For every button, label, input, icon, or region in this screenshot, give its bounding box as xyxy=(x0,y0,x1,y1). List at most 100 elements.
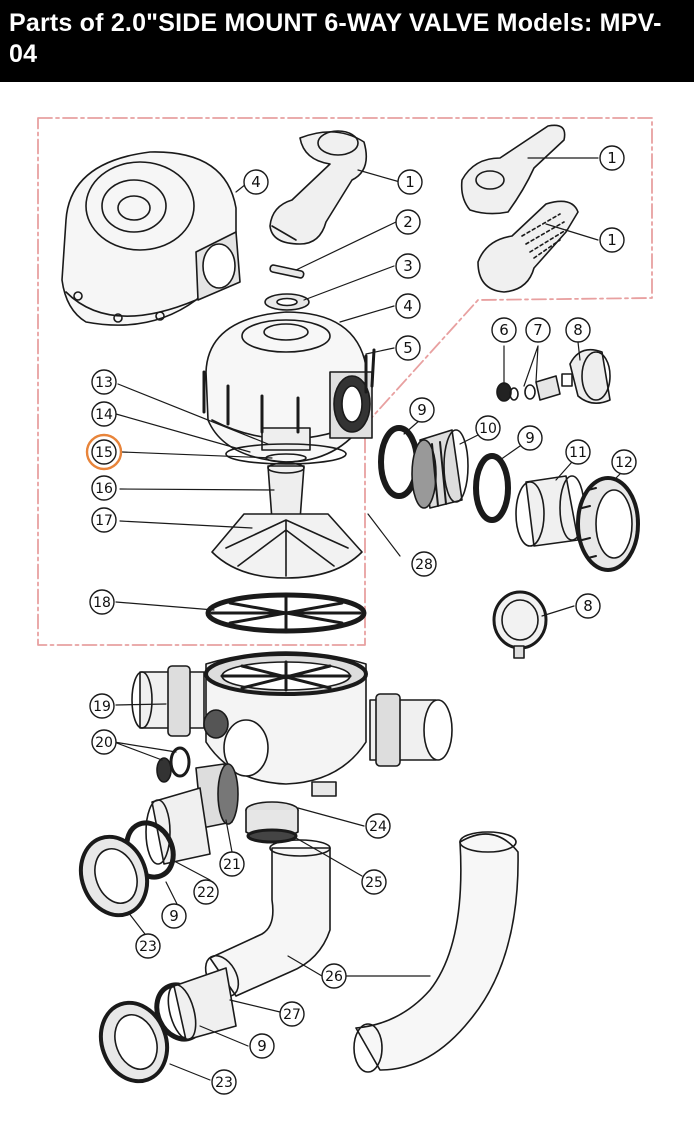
callout-circle xyxy=(243,169,269,195)
title-bar: Parts of 2.0"SIDE MOUNT 6-WAY VALVE Mode… xyxy=(0,0,694,82)
callout-label: 4 xyxy=(403,297,413,315)
rotor-part xyxy=(211,513,363,579)
washer-part xyxy=(264,293,310,311)
union-nut-part xyxy=(576,476,640,572)
callout-circle xyxy=(91,401,117,427)
callout-circle xyxy=(361,869,387,895)
callout-label: 19 xyxy=(93,699,111,715)
callout-circle xyxy=(91,369,117,395)
callout-14: 14 xyxy=(91,401,117,427)
callout-label: 10 xyxy=(479,421,497,437)
callout-label: 5 xyxy=(403,339,413,357)
callout-circle xyxy=(161,903,187,929)
callout-label: 11 xyxy=(569,445,587,461)
callout-circle xyxy=(395,209,421,235)
callout-label: 13 xyxy=(95,375,113,391)
callout-20: 20 xyxy=(91,729,117,755)
callout-18: 18 xyxy=(89,589,115,615)
tailpiece-part xyxy=(167,967,237,1041)
callout-circle xyxy=(517,425,543,451)
union-nut-part xyxy=(98,1000,170,1084)
callout-circle xyxy=(365,813,391,839)
callout-label: 20 xyxy=(95,735,113,751)
bolt-set-part xyxy=(202,348,376,434)
callout-1: 1 xyxy=(599,145,625,171)
callout-circle xyxy=(565,439,591,465)
oring-part xyxy=(378,425,420,499)
leader-lines xyxy=(113,157,621,1081)
tailpiece-part xyxy=(515,475,585,547)
callout-label: 8 xyxy=(573,321,583,339)
handle-part xyxy=(477,200,579,293)
top-assembly-boundary xyxy=(37,117,653,646)
callout-circle xyxy=(599,227,625,253)
callout-1: 1 xyxy=(397,169,423,195)
callout-label: 1 xyxy=(405,173,415,191)
callout-9: 9 xyxy=(161,903,187,929)
callout-label: 9 xyxy=(169,907,179,925)
callout-23: 23 xyxy=(135,933,161,959)
callout-circle xyxy=(599,145,625,171)
tailpiece-part xyxy=(145,787,211,865)
callout-circle xyxy=(219,851,245,877)
callout-1: 1 xyxy=(599,227,625,253)
callout-15: 15 xyxy=(85,433,123,471)
callout-label: 9 xyxy=(257,1037,267,1055)
callout-label: 18 xyxy=(93,595,111,611)
callout-label: 2 xyxy=(403,213,413,231)
callout-circle xyxy=(89,693,115,719)
callout-13: 13 xyxy=(91,369,117,395)
callout-label: 23 xyxy=(215,1075,233,1091)
pin-part xyxy=(269,264,305,279)
callout-10: 10 xyxy=(475,415,501,441)
callout-circle xyxy=(249,1033,275,1059)
callout-circle xyxy=(565,317,591,343)
callout-label: 22 xyxy=(197,885,215,901)
callout-26: 26 xyxy=(321,963,347,989)
valve-body-part xyxy=(131,651,453,797)
callout-label: 27 xyxy=(283,1007,301,1023)
highlight-ring xyxy=(85,433,123,471)
callout-9: 9 xyxy=(249,1033,275,1059)
callout-label: 25 xyxy=(365,875,383,891)
drain-fitting-part xyxy=(245,801,299,844)
callout-label: 16 xyxy=(95,481,113,497)
callout-label: 28 xyxy=(415,557,433,573)
elbow-pipe-part xyxy=(204,839,331,998)
callout-4: 4 xyxy=(395,293,421,319)
callout-label: 21 xyxy=(223,857,241,873)
callout-circle xyxy=(611,449,637,475)
callout-11: 11 xyxy=(565,439,591,465)
callout-label: 14 xyxy=(95,407,113,423)
callout-3: 3 xyxy=(395,253,421,279)
exploded-parts-diagram: 1112344567889999101112131415161718192021… xyxy=(37,117,653,1095)
callout-circle xyxy=(135,933,161,959)
handle-part xyxy=(460,124,566,215)
callout-label: 9 xyxy=(417,401,427,419)
callout-label: 17 xyxy=(95,513,113,529)
callout-circle xyxy=(91,507,117,533)
union-nut-part xyxy=(78,834,150,918)
stem-part xyxy=(267,462,305,521)
gasket-part xyxy=(225,443,347,465)
callout-22: 22 xyxy=(193,879,219,905)
page-title: Parts of 2.0"SIDE MOUNT 6-WAY VALVE Mode… xyxy=(9,9,662,68)
handle-part xyxy=(269,130,368,245)
callout-9: 9 xyxy=(517,425,543,451)
callout-label: 1 xyxy=(607,231,617,249)
adapter-part xyxy=(195,763,239,829)
cover-part xyxy=(205,311,373,463)
callout-6: 6 xyxy=(491,317,517,343)
gauge-part xyxy=(561,348,611,404)
callout-circle xyxy=(475,415,501,441)
callout-12: 12 xyxy=(611,449,637,475)
callout-circle xyxy=(91,475,117,501)
callout-circle xyxy=(279,1001,305,1027)
callout-circle xyxy=(395,293,421,319)
callout-label: 3 xyxy=(403,257,413,275)
callout-label: 1 xyxy=(607,149,617,167)
callout-2: 2 xyxy=(395,209,421,235)
callout-28: 28 xyxy=(411,551,437,577)
spider-gasket-part xyxy=(205,592,367,634)
callout-circle xyxy=(409,397,435,423)
